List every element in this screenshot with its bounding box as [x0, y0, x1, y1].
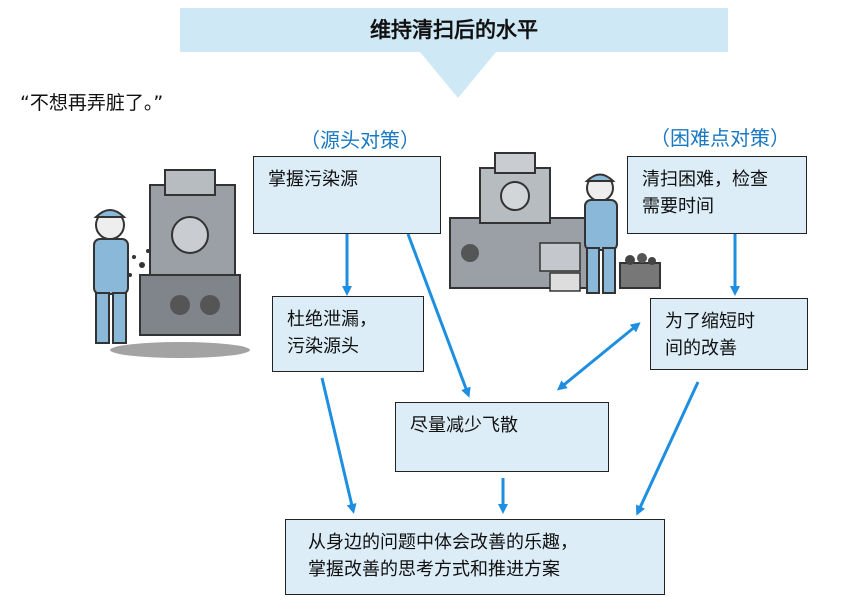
box-hard-clean: 清扫困难，检查 需要时间	[627, 156, 807, 234]
worker-leaking-machine-illustration	[93, 169, 250, 358]
box-experience-improvement: 从身边的问题中体会改善的乐趣， 掌握改善的思考方式和推进方案	[285, 519, 665, 595]
banner-pointer	[420, 52, 496, 98]
box-grasp-source: 掌握污染源	[253, 156, 441, 234]
box-shorten-time: 为了缩短时 间的改善	[650, 298, 808, 370]
title-banner: 维持清扫后的水平	[180, 8, 728, 52]
page-title: 维持清扫后的水平	[370, 18, 538, 42]
section-label-difficulty: （困难点对策）	[650, 126, 790, 150]
section-label-source: （源头对策）	[300, 128, 420, 152]
arrow-source-to-reduce	[406, 233, 471, 398]
quote-text: “不想再弄脏了。”	[20, 92, 164, 114]
arrow-shorten-reduce-bidirectional	[556, 322, 641, 391]
box-prevent-leak: 杜绝泄漏， 污染源头	[272, 296, 424, 372]
arrow-shorten-to-experience	[635, 381, 700, 516]
worker-cleaning-machine-illustration	[449, 152, 661, 294]
box-reduce-scatter: 尽量减少飞散	[395, 402, 609, 472]
arrow-prevent-to-experience	[320, 377, 357, 514]
